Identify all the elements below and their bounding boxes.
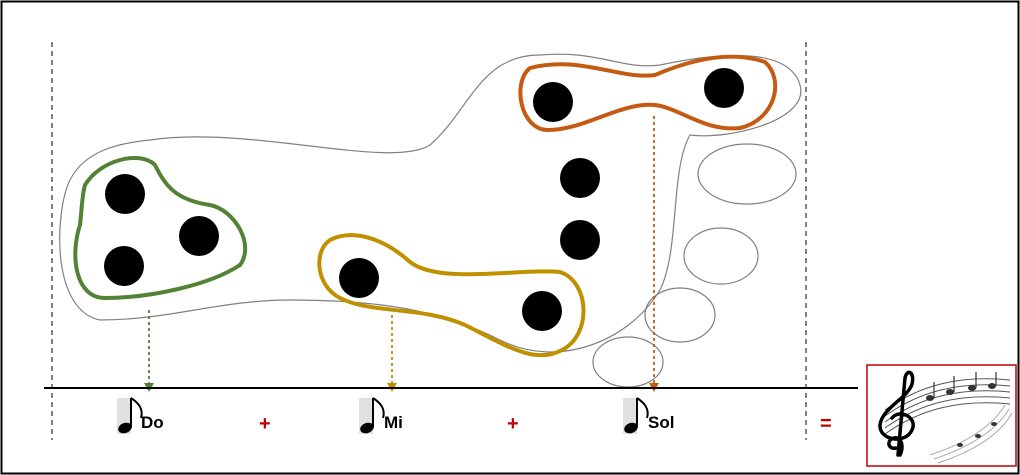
sensor [522, 291, 562, 331]
sensor [105, 174, 145, 214]
note-do: Do [117, 397, 164, 434]
equals-operator: = [820, 413, 832, 435]
sensor [179, 216, 219, 256]
toe-outline-3 [644, 287, 716, 343]
sensor [533, 82, 573, 122]
foot-outline [59, 53, 802, 353]
note-mi: Mi [359, 397, 403, 434]
eighth-note-icon [624, 397, 649, 434]
music-staff-ribbon [884, 378, 1011, 435]
orange-sensor-group [518, 54, 778, 133]
sensor [560, 158, 600, 198]
note-label-sol: Sol [648, 413, 674, 432]
sensor [560, 220, 600, 260]
note-label-mi: Mi [384, 413, 403, 432]
small-notes [926, 372, 997, 447]
plus-operator-2: + [507, 413, 519, 435]
green-sensor-group [73, 155, 248, 301]
eighth-note-icon [118, 397, 143, 434]
plus-operator-1: + [259, 413, 271, 435]
sensor [704, 68, 744, 108]
sensor [339, 258, 379, 298]
sheet-music-image [866, 364, 1017, 467]
music-staff-ribbon-lower [929, 404, 1013, 464]
treble-clef-icon [878, 370, 915, 457]
gold-sensor-group [317, 233, 586, 358]
note-label-do: Do [141, 413, 164, 432]
eighth-note-icon [360, 397, 385, 434]
sensor [104, 246, 144, 286]
note-sol: Sol [623, 397, 674, 434]
toe-outline-1 [697, 143, 797, 205]
toe-outline-2 [683, 227, 759, 285]
